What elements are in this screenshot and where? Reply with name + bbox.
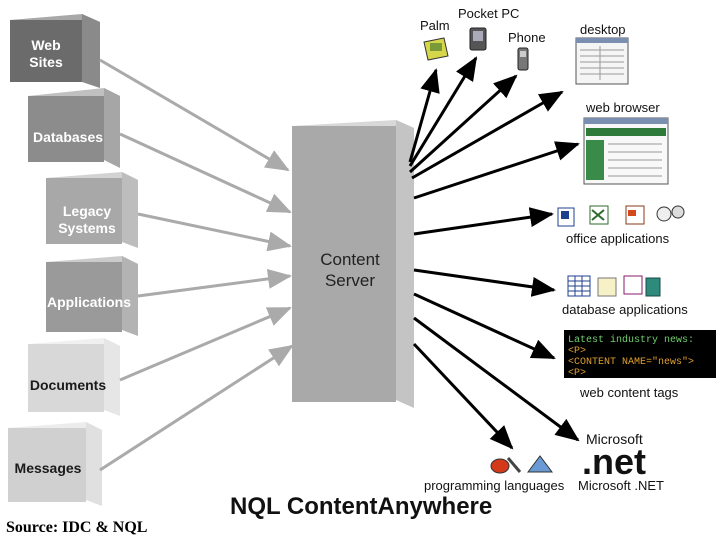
source-box-documents: Documents (28, 338, 120, 416)
arrow-office-applications (413, 207, 554, 236)
arrow-web-sites (99, 58, 290, 172)
programming-languages-label: programming languages (424, 478, 565, 493)
microsoft-net-label: Microsoft .NET (578, 478, 664, 493)
source-label-databases: Databases (33, 129, 103, 145)
source-box-databases: Databases (28, 88, 120, 168)
palm-label: Palm (420, 18, 450, 33)
pocket-pc-icon (469, 27, 487, 51)
office-applications-icons (557, 205, 685, 227)
database-applications-icons (567, 275, 661, 297)
web-browser-label: web browser (585, 100, 660, 115)
web-content-tags-code: Latest industry news: <P> <CONTENT NAME=… (564, 330, 716, 379)
diagram-title: NQL ContentAnywhere (230, 493, 492, 520)
arrow-desktop (411, 90, 564, 180)
phone-label: Phone (508, 30, 546, 45)
arrow-palm (408, 68, 440, 163)
source-label-messages: Messages (15, 460, 82, 476)
arrow-databases (119, 132, 292, 214)
source-label-applications: Applications (47, 294, 131, 310)
arrow-messages (99, 344, 294, 472)
arrow-pocket-pc (408, 56, 478, 167)
phone-icon (517, 47, 529, 71)
arrow-legacy-systems (137, 212, 292, 252)
web-browser-screenshot (583, 117, 669, 185)
output-arrows (408, 56, 580, 450)
arrow-microsoft-net (413, 316, 580, 442)
microsoft-net-logo: Microsoft .net (582, 431, 646, 482)
programming-languages-icons (490, 455, 553, 474)
svg-text:.net: .net (582, 441, 646, 482)
svg-text:Microsoft: Microsoft (586, 431, 643, 447)
database-applications-label: database applications (562, 302, 688, 317)
svg-text:<P>: <P> (568, 368, 586, 379)
web-content-tags-label: web content tags (579, 385, 679, 400)
desktop-screenshot (575, 37, 629, 85)
source-note: Source: IDC & NQL (6, 519, 147, 536)
pocket-pc-label: Pocket PC (458, 6, 519, 21)
source-box-applications: Applications (46, 256, 138, 336)
palm-icon (423, 37, 449, 61)
source-box-messages: Messages (8, 422, 102, 506)
office-applications-label: office applications (566, 231, 670, 246)
desktop-label: desktop (580, 22, 626, 37)
arrow-documents (119, 306, 292, 382)
arrow-phone (408, 74, 518, 174)
arrow-programming-languages (412, 342, 514, 450)
source-label-documents: Documents (30, 377, 106, 393)
input-arrows (99, 58, 294, 472)
arrow-database-applications (413, 268, 556, 297)
svg-text:<P>: <P> (568, 346, 586, 357)
svg-text:Latest industry news:: Latest industry news: (568, 334, 694, 346)
arrow-applications (137, 268, 292, 298)
svg-text:<CONTENT NAME="news">: <CONTENT NAME="news"> (568, 356, 694, 368)
arrow-web-browser (413, 141, 580, 200)
arrow-web-content-tags (413, 292, 556, 360)
